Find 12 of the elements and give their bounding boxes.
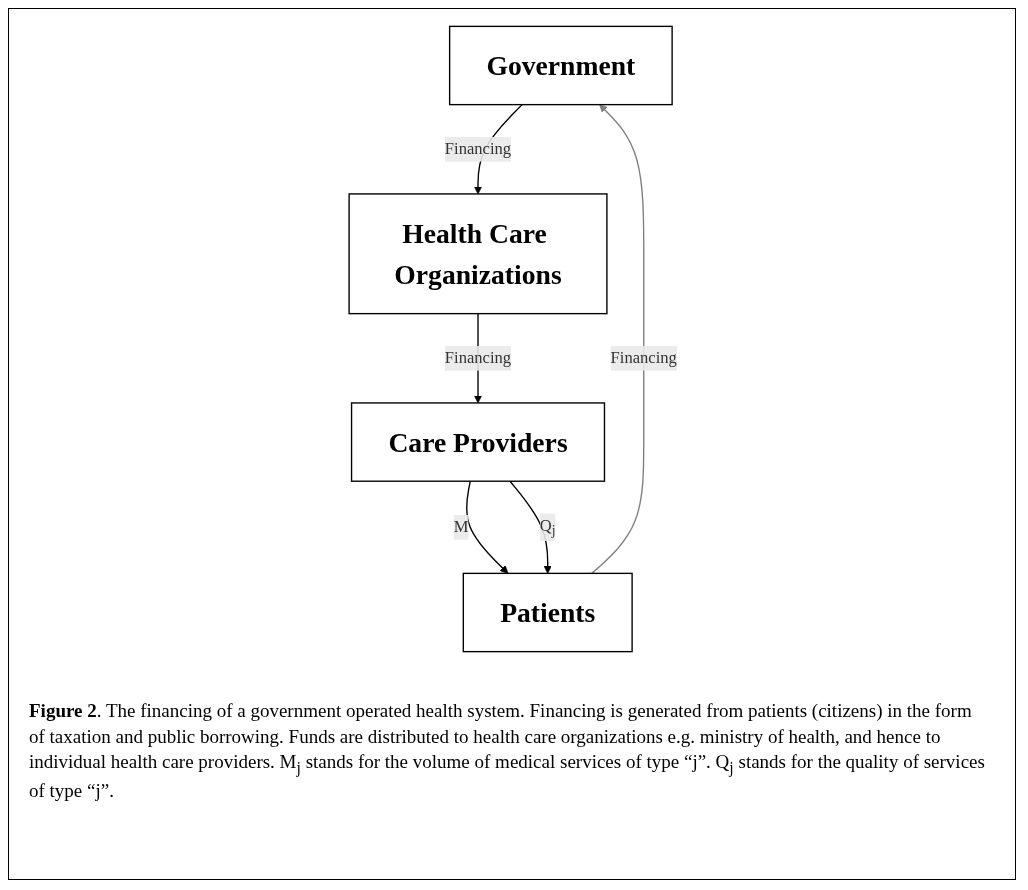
figure-caption: Figure 2. The financing of a government operated health system. Financing is generated from patients (citizens) in the form of taxation and public borrowing. Funds are distributed to health care organizations e.g. ministry of health, and hence to individual health care providers. M$_{j}$ stands for the volume of medical services of type “j”. Q$_{j}$ stands for the quality of services of type “j”.: [29, 699, 986, 804]
node-box: Patients: [462, 572, 633, 653]
arrow: [591, 104, 645, 575]
node-box: Government: [448, 25, 673, 106]
edge-label: Financing: [610, 348, 677, 368]
edge-label: Financing: [444, 348, 512, 368]
arrow: [465, 480, 509, 574]
edge-label: Q$_{j}$: [539, 516, 556, 538]
edge-label: M: [453, 517, 469, 537]
node-box: Health Care Organizations: [348, 193, 608, 315]
node-box: Care Providers: [350, 402, 606, 482]
edge-label: Financing: [444, 139, 512, 159]
